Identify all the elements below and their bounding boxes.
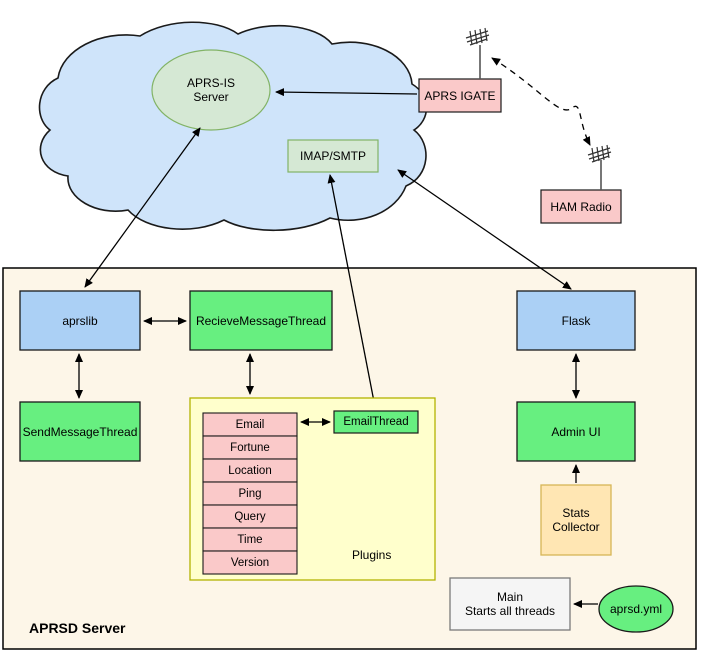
admin-ui-rect	[516, 401, 636, 462]
stats-collector-label: Stats Collector	[552, 506, 600, 534]
main-label: Main Starts all threads	[464, 590, 556, 618]
plugin-label-version: Version	[230, 556, 270, 569]
imap-smtp-label: IMAP/SMTP	[299, 149, 366, 163]
emailthread-to-imapsmtp-edge	[327, 174, 377, 413]
send-message-thread-label: SendMessageThread	[22, 424, 138, 439]
plugin-label-email: Email	[235, 418, 265, 431]
aprslib-rect	[19, 290, 141, 351]
aprs-igate-rect	[418, 78, 502, 113]
aprsd-server-title: APRSD Server	[29, 620, 126, 636]
flask-label: Flask	[561, 313, 591, 328]
ham-radio-label: HAM Radio	[550, 199, 612, 214]
aprslib-label: aprslib	[62, 313, 98, 328]
aprs-igate-label: APRS IGATE	[424, 88, 496, 103]
aprsd-yml-ellipse	[598, 585, 674, 633]
ham-radio-antenna-icon	[587, 144, 612, 163]
email-thread-label: EmailThread	[343, 416, 409, 428]
radio-link-edge	[491, 57, 591, 146]
admin-ui-label: Admin UI	[551, 424, 601, 439]
plugin-label-time: Time	[237, 533, 263, 546]
igate-to-aprsis-edge	[275, 88, 418, 97]
aprs-is-server-label: APRS-IS Server	[186, 76, 235, 104]
stats-collector-rect	[540, 484, 612, 556]
send-message-thread-rect	[19, 401, 141, 462]
plugin-label-location: Location	[228, 464, 272, 477]
plugin-label-query: Query	[234, 510, 266, 523]
aprs-is-server-ellipse	[151, 49, 271, 131]
main-rect	[449, 577, 571, 631]
aprsis-to-aprslib-edge	[84, 127, 201, 288]
aprsd-yml-label: aprsd.yml	[609, 602, 662, 616]
plugin-label-ping: Ping	[238, 487, 262, 500]
recieve-message-thread-label: RecieveMessageThread	[195, 313, 327, 328]
email-thread-rect	[333, 410, 419, 434]
flask-rect	[516, 290, 636, 351]
cloud-to-flask-edge	[397, 169, 572, 290]
recieve-message-thread-rect	[189, 290, 333, 351]
plugins-container-label: Plugins	[352, 548, 392, 562]
aprs-igate-antenna-icon	[465, 27, 490, 46]
imap-smtp-rect	[287, 139, 379, 173]
plugin-row-rect	[202, 550, 298, 575]
plugin-label-fortune: Fortune	[230, 441, 270, 454]
